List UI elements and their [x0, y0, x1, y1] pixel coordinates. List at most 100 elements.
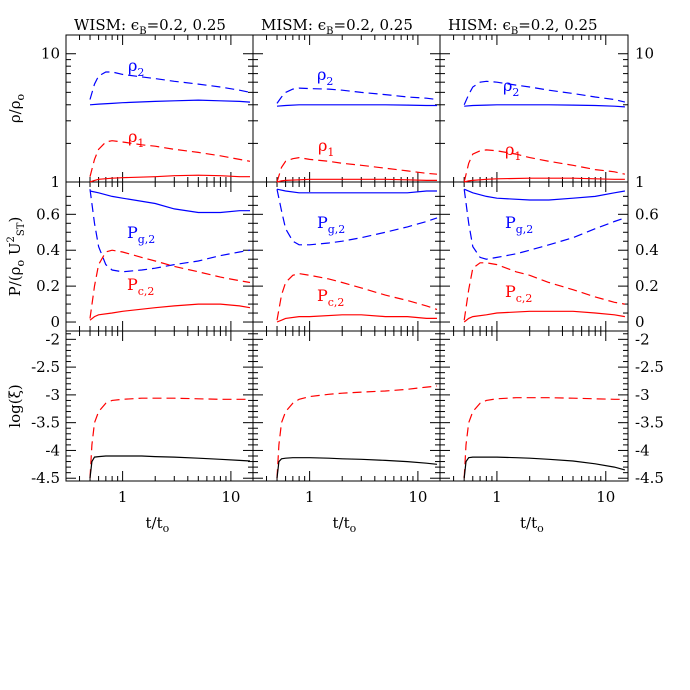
- series-line-red-dashed: [89, 249, 251, 319]
- series-label-rho1: ρ1: [505, 140, 521, 163]
- series-label-pc2: Pc,2: [505, 282, 532, 305]
- y-tick-label-right: -4: [635, 441, 650, 459]
- series-label-pg2: Pg,2: [127, 223, 155, 246]
- x-axis-label: t/to: [146, 514, 170, 535]
- y-tick-group: [66, 53, 253, 183]
- series-line-red-dashed: [463, 262, 626, 321]
- panel-frame: [252, 34, 441, 183]
- series-line-red-solid: [89, 303, 251, 321]
- series-line-red-dashed: [276, 156, 438, 183]
- series-line-red-solid: [89, 174, 250, 183]
- series-label-rho1: ρ1: [318, 136, 334, 159]
- panel-frame: [439, 34, 629, 183]
- series-label-pc2: Pc,2: [317, 286, 344, 309]
- x-tick-label: 10: [408, 488, 427, 506]
- x-tick-label: 1: [492, 488, 502, 506]
- series-line-blue-dashed: [276, 87, 438, 104]
- y-tick-label-right: -2.5: [635, 358, 664, 376]
- series-line-red-solid: [464, 177, 625, 183]
- y-tick-label-right: -3.5: [635, 414, 664, 432]
- y-tick-label-left: 10: [41, 45, 60, 63]
- y-tick-label-left: -4.5: [31, 469, 60, 487]
- series-line-blue-dashed: [463, 80, 626, 106]
- series-line-red-dashed: [89, 140, 251, 177]
- y-tick-label-right: 0: [635, 313, 645, 331]
- x-tick-label: 10: [221, 488, 240, 506]
- x-tick-group: [65, 182, 232, 331]
- y-tick-label-left: -4: [45, 441, 60, 459]
- panel-frame: [439, 181, 629, 332]
- series-line-red-solid: [276, 314, 437, 323]
- y-tick-label-left: -3: [45, 386, 60, 404]
- x-tick-label: 10: [596, 488, 615, 506]
- series-line-black-solid: [89, 455, 251, 479]
- y-tick-label-left: 1: [50, 173, 60, 191]
- series-line-blue-dashed: [463, 189, 626, 260]
- y-tick-group: [253, 53, 440, 183]
- series-line-black-solid: [463, 456, 626, 479]
- series-label-pg2: Pg,2: [317, 213, 345, 236]
- y-tick-label-right: 0.2: [635, 277, 659, 295]
- y-tick-group: [440, 53, 628, 183]
- panel-frame: [252, 181, 441, 332]
- y-tick-label-right: 1: [635, 173, 645, 191]
- y-axis-label: log(ξ): [6, 384, 24, 427]
- y-tick-label-right: -3: [635, 386, 650, 404]
- x-tick-label: 1: [118, 488, 128, 506]
- series-line-red-dashed: [276, 385, 438, 479]
- series-line-red-dashed: [89, 397, 250, 479]
- panel-title: HISM: ϵB=0.2, 0.25: [448, 16, 598, 37]
- series-line-blue-dashed: [276, 189, 438, 246]
- x-tick-label: 1: [305, 488, 315, 506]
- series-label-pg2: Pg,2: [505, 213, 533, 236]
- series-label-rho2: ρ2: [128, 56, 144, 79]
- y-tick-label-right: 0.6: [635, 205, 659, 223]
- y-tick-label-left: 0.6: [36, 205, 60, 223]
- y-tick-label-right: -2: [635, 330, 650, 348]
- series-line-blue-solid: [463, 188, 626, 201]
- series-line-red-dashed: [463, 149, 626, 183]
- x-tick-group: [65, 35, 232, 182]
- series-label-rho2: ρ2: [317, 65, 333, 88]
- y-tick-label-left: 0.2: [36, 277, 60, 295]
- y-tick-label-right: -4.5: [635, 469, 664, 487]
- y-tick-label-left: 0: [50, 313, 60, 331]
- y-tick-group: [440, 195, 628, 323]
- series-label-pc2: Pc,2: [127, 275, 154, 298]
- series-line-black-solid: [276, 457, 438, 479]
- x-tick-group: [252, 182, 419, 331]
- y-tick-group: [66, 195, 253, 323]
- x-tick-group: [65, 331, 232, 481]
- y-tick-label-right: 0.4: [635, 241, 659, 259]
- x-tick-group: [252, 331, 419, 481]
- series-line-blue-solid: [89, 190, 250, 214]
- y-tick-group: [253, 195, 440, 323]
- series-line-blue-solid: [464, 104, 625, 108]
- y-tick-group: [66, 333, 253, 479]
- series-line-blue-dashed: [89, 189, 251, 273]
- series-line-blue-solid: [276, 188, 437, 194]
- y-axis-label: ρ/ρo: [6, 93, 27, 123]
- series-line-red-solid: [463, 310, 626, 323]
- y-tick-label-left: 0.4: [36, 241, 60, 259]
- series-line-blue-dashed: [89, 71, 251, 100]
- series-line-blue-solid: [89, 99, 251, 106]
- y-tick-label-right: 10: [635, 45, 654, 63]
- y-tick-label-left: -3.5: [31, 414, 60, 432]
- series-label-rho1: ρ1: [128, 127, 144, 150]
- x-tick-group: [439, 35, 607, 182]
- y-tick-group: [253, 333, 440, 479]
- x-axis-label: t/to: [333, 514, 357, 535]
- series-line-red-dashed: [463, 397, 625, 479]
- x-tick-group: [439, 331, 607, 481]
- y-tick-label-left: -2.5: [31, 358, 60, 376]
- series-line-blue-solid: [276, 104, 437, 107]
- panel-title: WISM: ϵB=0.2, 0.25: [74, 16, 226, 37]
- panel-title: MISM: ϵB=0.2, 0.25: [261, 16, 413, 37]
- x-axis-label: t/to: [520, 514, 544, 535]
- x-tick-group: [252, 35, 419, 182]
- x-tick-group: [439, 182, 607, 331]
- y-tick-group: [440, 333, 628, 479]
- y-tick-label-left: -2: [45, 330, 60, 348]
